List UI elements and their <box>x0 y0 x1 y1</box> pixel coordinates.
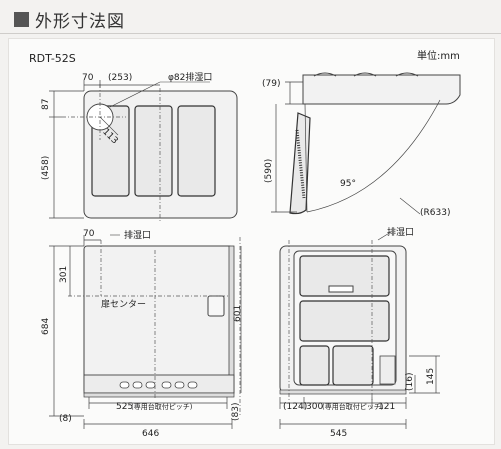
top-d70: 70 <box>82 73 94 83</box>
door-swing-arc <box>306 99 441 213</box>
front-d684: 684 <box>41 318 51 335</box>
front-d83: (83) <box>231 403 241 421</box>
side-top-view: (79) (590) 95° (R633) <box>262 72 461 218</box>
side-top-body <box>302 74 461 105</box>
front-d525: 525 <box>116 402 133 412</box>
front-d601: 601 <box>233 305 243 322</box>
side-d16: (16) <box>405 373 415 391</box>
side-d124: (124) <box>283 402 307 412</box>
side-view-bottom-right-panel <box>332 345 374 386</box>
top-d87: 87 <box>41 99 51 110</box>
side-view-bottom-left-panel <box>299 345 330 386</box>
top-view-panel-middle <box>134 105 173 197</box>
side-view-mid-panel <box>299 300 390 342</box>
front-view-body <box>83 245 233 394</box>
side-d300-note: (専用台取付ピッチ) <box>322 402 384 411</box>
front-d525-note: (専用台取付ピッチ) <box>131 402 193 411</box>
side-top-radius: (R633) <box>420 208 450 218</box>
front-vent-label: 排湿口 <box>124 229 151 241</box>
top-view: 70 (253) φ82排湿口 113 87 (458) <box>41 71 238 222</box>
door-handle <box>207 295 225 317</box>
front-d301: 301 <box>59 266 69 283</box>
side-top-d79: (79) <box>262 79 280 89</box>
front-d646: 646 <box>142 429 159 439</box>
side-view: 排湿口 (124) 300 (専用台取付ピッチ) 121 545 (16) 14… <box>279 226 440 439</box>
section-header: 外形寸法図 <box>14 8 125 32</box>
model-label: RDT-52S <box>29 52 76 65</box>
top-view-panel-right <box>177 105 216 197</box>
front-view: 70 排湿口 301 684 601 扉センター 525 (専用台取付ピッチ) … <box>41 229 243 439</box>
side-top-angle: 95° <box>340 179 356 189</box>
side-top-d590: (590) <box>264 159 274 183</box>
unit-label: 単位:mm <box>417 49 460 62</box>
front-center-label: 扉センター <box>101 298 146 310</box>
top-d253: (253) <box>108 73 132 83</box>
front-control-panel <box>83 374 235 394</box>
top-hole-label: φ82排湿口 <box>168 71 212 83</box>
front-d70: 70 <box>83 229 95 239</box>
side-vent-label: 排湿口 <box>387 226 414 238</box>
side-d145: 145 <box>426 368 436 385</box>
top-d458: (458) <box>41 156 51 180</box>
front-d8: (8) <box>59 414 72 424</box>
control-buttons <box>119 381 198 389</box>
side-d545: 545 <box>330 429 347 439</box>
side-d300: 300 <box>306 402 323 412</box>
side-view-top-panel <box>299 255 390 297</box>
section-title: 外形寸法図 <box>35 11 125 32</box>
side-d121: 121 <box>378 402 395 412</box>
header-square-icon <box>14 11 29 27</box>
header-divider <box>0 33 501 34</box>
